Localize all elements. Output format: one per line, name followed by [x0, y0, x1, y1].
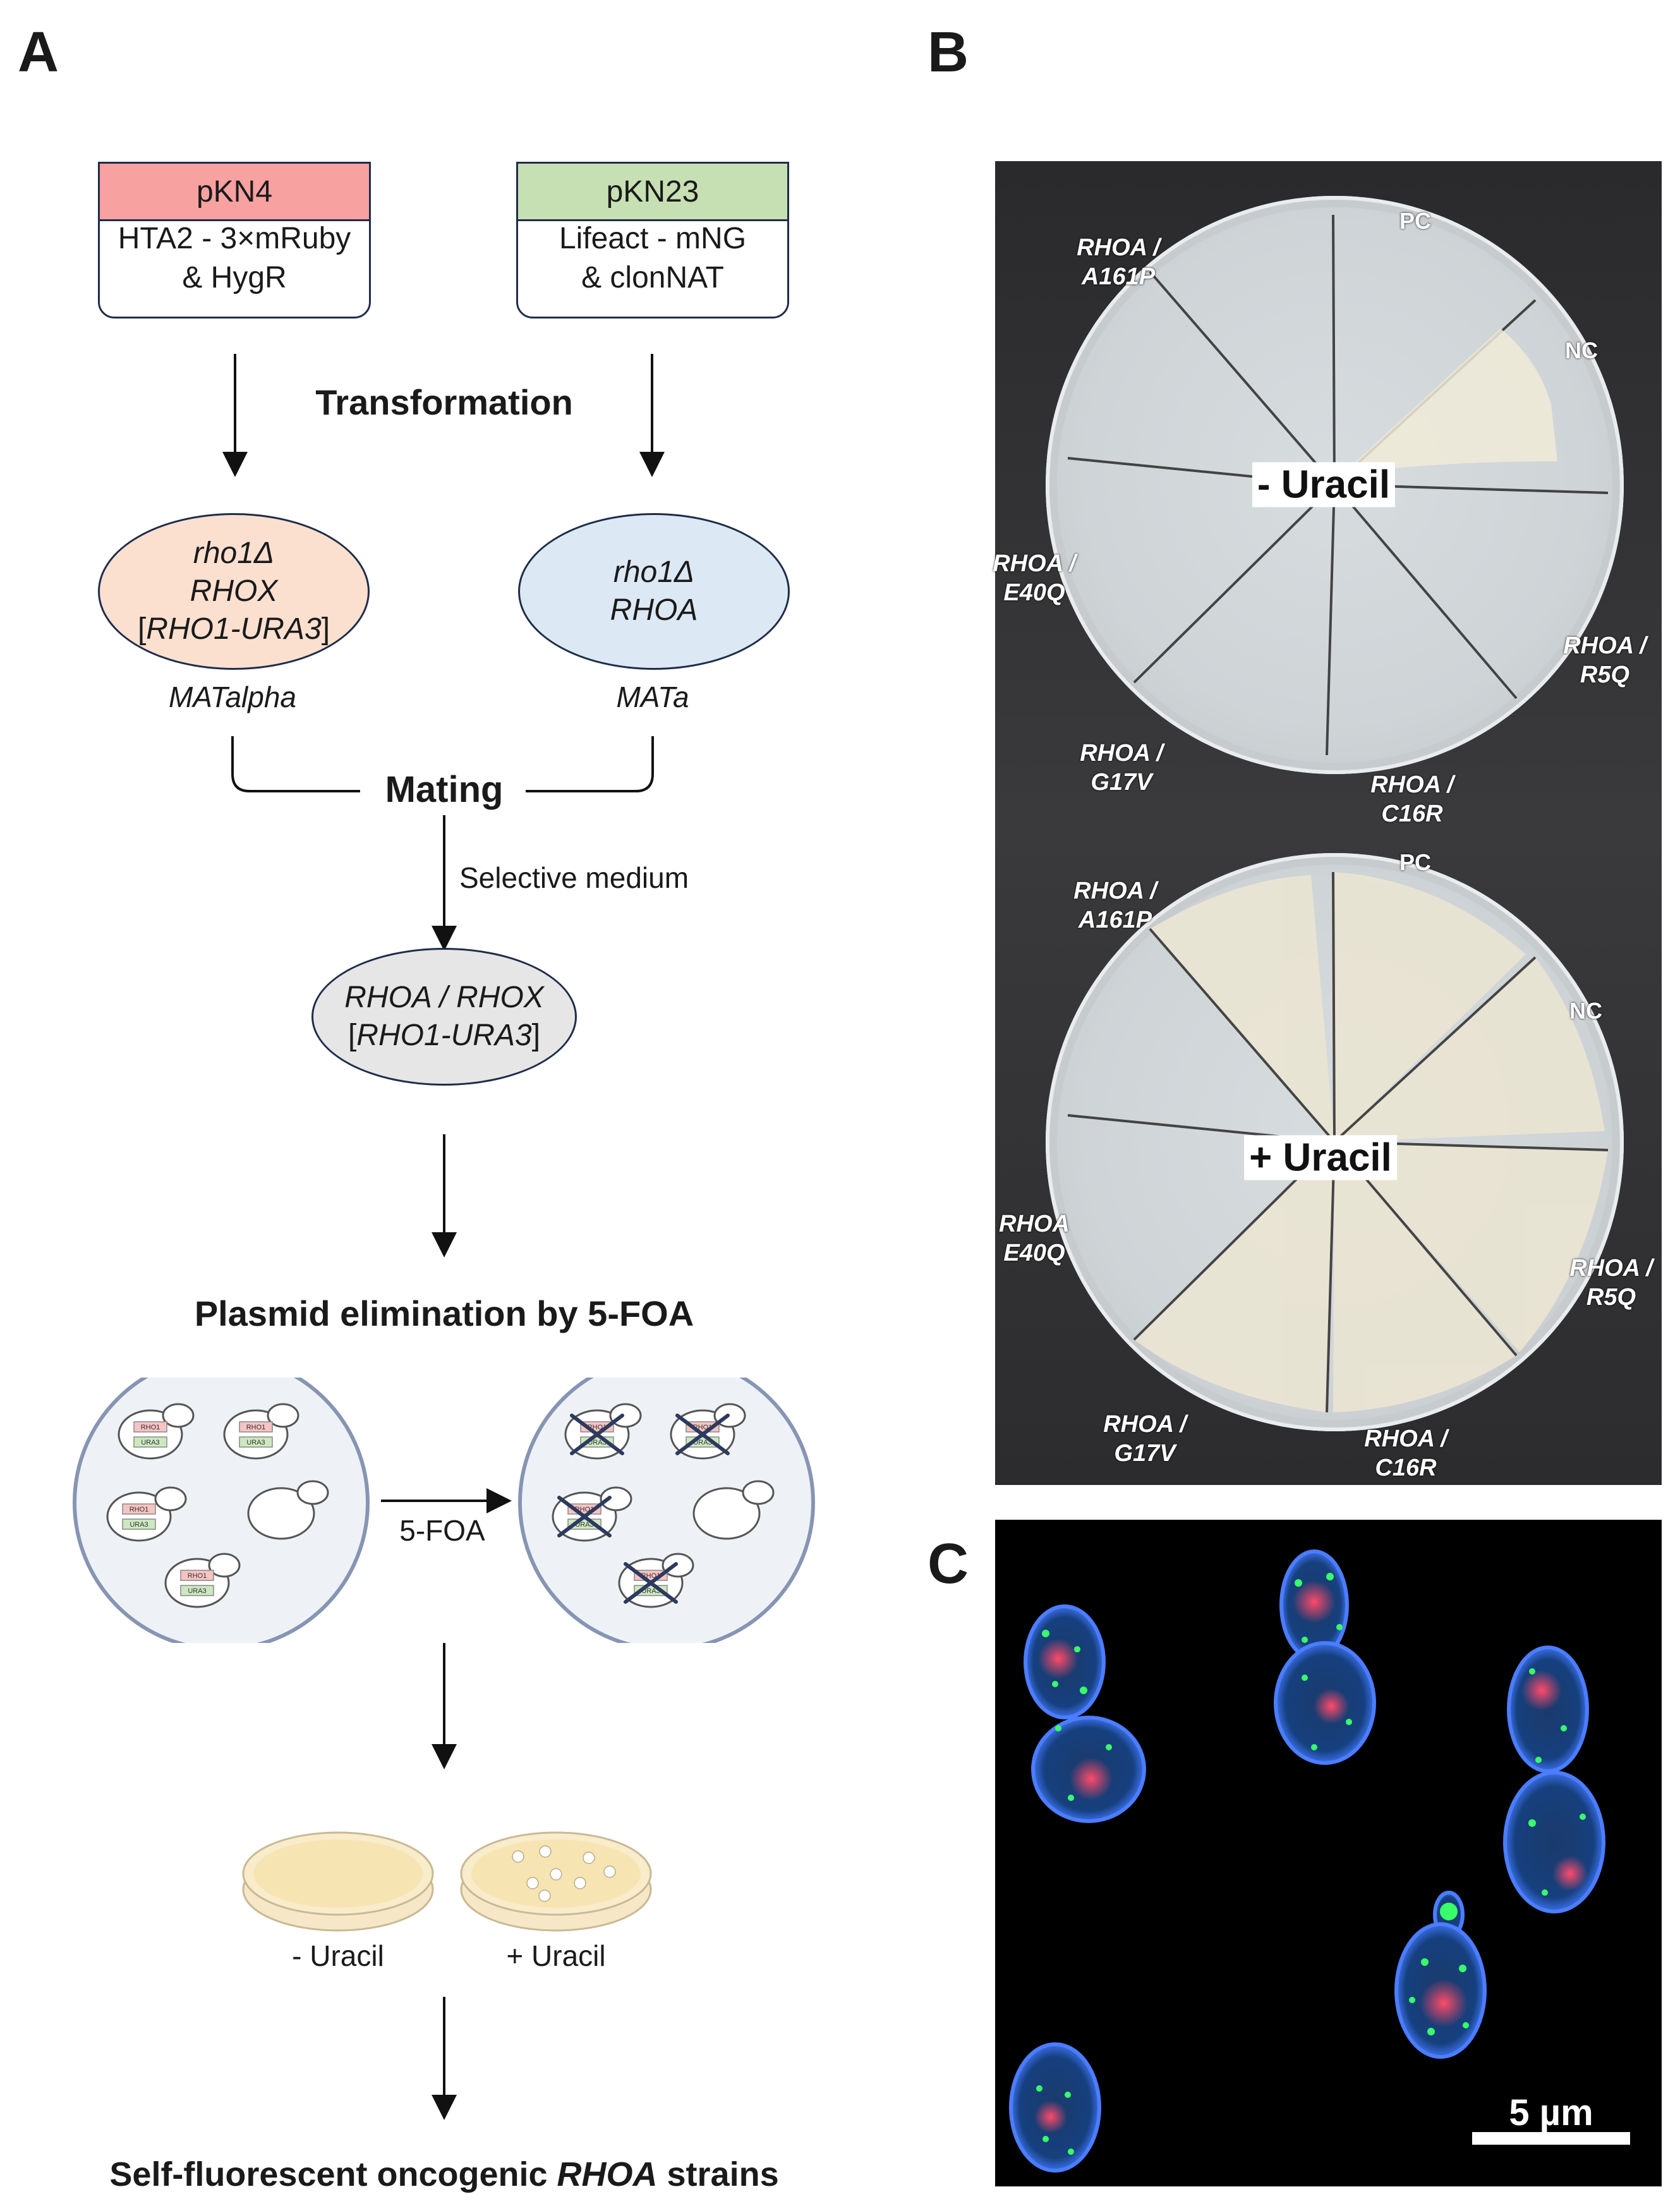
nucleus — [1314, 1688, 1349, 1724]
growth-g17v — [1134, 1142, 1334, 1412]
panel-label-b: B — [928, 21, 969, 84]
panel-label-a: A — [18, 21, 59, 84]
yeast-cell — [692, 1487, 761, 1540]
plasmid-line1-pkn4: HTA2 - 3×mRuby — [118, 222, 351, 255]
diploid-genotype: RHOA / RHOX — [344, 981, 544, 1014]
label-selective-medium: Selective medium — [459, 861, 689, 894]
plate-top-nc: NC — [1565, 337, 1598, 363]
strain-rhoa: rho1Δ RHOA — [518, 513, 790, 670]
growth-r5q — [1334, 1142, 1608, 1352]
plate-top-c16r: RHOA /C16R — [1370, 772, 1454, 827]
nucleus — [1070, 1757, 1113, 1800]
plate-bottom-pc: PC — [1399, 849, 1432, 875]
colony — [603, 1865, 616, 1878]
strain-rhox: rho1Δ RHOX [RHO1-URA3] — [98, 513, 370, 670]
label-transformation: Transformation — [315, 382, 573, 422]
yeast-cells-fluorescence — [1009, 1549, 1605, 2173]
nucleus — [1552, 1856, 1588, 1891]
label-final-strains: Self-fluorescent oncogenic RHOA strains — [109, 2155, 779, 2193]
label-plus-uracil: + Uracil — [506, 1939, 606, 1972]
label-mating: Mating — [385, 769, 504, 810]
plasmid-box-pkn4: pKN4 HTA2 - 3×mRuby & HygR — [98, 162, 371, 318]
plasmid-line2-pkn4: & HygR — [182, 261, 287, 294]
plasmid-header-pkn4: pKN4 — [100, 164, 369, 221]
plate-bottom-a161p: RHOA /A161P — [1073, 878, 1157, 933]
diploid-plasmid: [RHO1-URA3] — [347, 1019, 541, 1052]
flow-arrows — [222, 354, 665, 2120]
yeast-cell — [247, 1487, 315, 1540]
svg-text:URA3: URA3 — [693, 1439, 711, 1446]
colony — [583, 1851, 595, 1864]
scale-bar — [1472, 2132, 1630, 2145]
plate-bottom-c16r: RHOA /C16R — [1364, 1426, 1447, 1481]
plate-bottom-nc: NC — [1569, 998, 1602, 1024]
growth-pc — [1333, 872, 1526, 1142]
plate-top-condition: - Uracil — [1252, 462, 1396, 507]
mating-type-alpha: MATalpha — [168, 681, 297, 713]
plate-photo: - Uracil PC NC RHOA /A161P RHOA /E40Q RH… — [993, 161, 1662, 1485]
growth-nc — [1334, 957, 1605, 1142]
svg-text:RHO1: RHO1 — [188, 1572, 207, 1580]
svg-text:URA3: URA3 — [141, 1439, 159, 1446]
plate-bottom-r5q: RHOA /R5Q — [1569, 1255, 1653, 1311]
strain-rhoa-genotype: rho1Δ — [613, 555, 695, 589]
growth-a161p — [1150, 875, 1334, 1142]
plasmid-line2-pkn23: & clonNAT — [581, 261, 724, 294]
label-plasmid-elimination: Plasmid elimination by 5-FOA — [194, 1294, 694, 1333]
colony — [538, 1889, 551, 1902]
plate-top-a161p: RHOA /A161P — [1077, 234, 1160, 290]
colony — [512, 1850, 524, 1863]
svg-text:URA3: URA3 — [641, 1587, 660, 1595]
colony — [539, 1845, 552, 1858]
plasmid-line1-pkn23: Lifeact - mNG — [559, 222, 747, 255]
plate-top-e40q: RHOA /E40Q — [993, 550, 1076, 606]
strain-rhox-genotype: rho1Δ — [193, 536, 275, 570]
svg-text:URA3: URA3 — [575, 1521, 593, 1529]
fluorescence-micrograph: 5 µm — [995, 1520, 1662, 2186]
plate-bottom-sectors — [1067, 871, 1609, 1413]
plate-minus-uracil — [242, 1831, 434, 1932]
plate-bottom-g17v: RHOA /G17V — [1103, 1411, 1187, 1467]
plasmid-header-pkn23: pKN23 — [518, 164, 787, 221]
svg-text:URA3: URA3 — [246, 1439, 265, 1446]
scale-bar-label: 5 µm — [1509, 2092, 1593, 2133]
plasmid-box-pkn23: pKN23 Lifeact - mNG & clonNAT — [516, 162, 789, 318]
nucleus — [1420, 1979, 1468, 2027]
colony — [550, 1868, 562, 1881]
growth-c16r — [1333, 1142, 1516, 1412]
plate-top-sectors — [1067, 214, 1609, 756]
strain-rhox-plasmid: [RHO1-URA3] — [137, 612, 330, 646]
mating-bracket-left — [231, 736, 360, 792]
yeast-cell — [1503, 1771, 1605, 1913]
panel-label-c: C — [928, 1532, 969, 1596]
mating-bracket-right — [526, 736, 654, 792]
colony — [526, 1877, 539, 1889]
plate-top-g17v: RHOA /G17V — [1080, 740, 1163, 796]
plate-top-pc: PC — [1399, 208, 1432, 234]
agar-plates — [242, 1831, 652, 1932]
strain-rhoa-allele: RHOA — [610, 593, 698, 627]
strain-rhox-allele: RHOX — [190, 574, 278, 608]
plate-plus-uracil — [460, 1831, 652, 1932]
svg-text:URA3: URA3 — [130, 1521, 148, 1529]
colony — [574, 1877, 586, 1889]
growth-nc — [1343, 329, 1557, 474]
strain-diploid: RHOA / RHOX [RHO1-URA3] — [311, 948, 577, 1086]
plate-top-r5q: RHOA /R5Q — [1563, 633, 1647, 688]
nucleus — [1521, 1670, 1562, 1711]
svg-text:RHO1: RHO1 — [130, 1506, 149, 1513]
svg-text:RHO1: RHO1 — [246, 1424, 266, 1431]
nucleus — [1034, 2100, 1067, 2133]
label-5foa: 5-FOA — [399, 1514, 485, 1547]
nucleus — [1038, 1639, 1079, 1679]
nucleus — [1293, 1580, 1336, 1623]
svg-text:URA3: URA3 — [588, 1439, 606, 1446]
svg-text:URA3: URA3 — [188, 1587, 206, 1595]
mating-type-a: MATa — [616, 681, 689, 713]
plate-bottom-condition: + Uracil — [1244, 1135, 1397, 1180]
svg-text:RHO1: RHO1 — [141, 1424, 160, 1431]
label-minus-uracil: - Uracil — [292, 1939, 384, 1972]
